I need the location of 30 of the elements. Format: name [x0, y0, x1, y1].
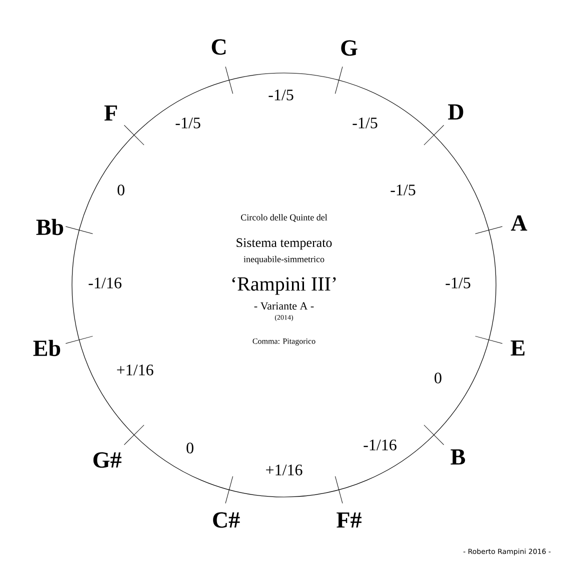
note-label: F — [104, 105, 117, 121]
interval-label: -1/16 — [364, 440, 396, 450]
interval-label: -1/5 — [446, 278, 470, 288]
interval-label: 0 — [118, 184, 124, 196]
note-label: B — [450, 449, 466, 465]
title-text: Circolo delle Quinte del — [241, 214, 328, 222]
interval-label: +1/16 — [117, 364, 154, 376]
interval-label: -1/5 — [352, 118, 378, 128]
note-text: Comma: Pitagorico — [252, 338, 316, 346]
interval-label: 0 — [186, 442, 194, 454]
subtitle-text: - Variante A - — [254, 302, 314, 310]
note-label: Bb — [36, 218, 64, 236]
interval-label: -1/5 — [390, 184, 416, 196]
note-label: F# — [336, 512, 362, 528]
subtitle-text: inequabile-simmetrico — [244, 256, 324, 264]
note-label: E — [510, 340, 524, 356]
note-label: C — [212, 39, 226, 55]
note-label: G — [341, 40, 358, 56]
interval-label: +1/16 — [266, 464, 302, 476]
title-text: Sistema temperato — [236, 238, 332, 250]
interval-label: -1/5 — [176, 118, 200, 128]
interval-label: -1/5 — [268, 90, 294, 100]
interval-label: -1/16 — [88, 278, 122, 288]
interval-label: 0 — [434, 372, 442, 384]
note-label: Eb — [33, 340, 60, 356]
note-label: C# — [213, 512, 240, 528]
note-label: G# — [93, 452, 122, 468]
note-label: A — [510, 215, 528, 231]
title-text: ‘Rampini III’ — [232, 277, 336, 295]
note-label: D — [448, 104, 464, 120]
